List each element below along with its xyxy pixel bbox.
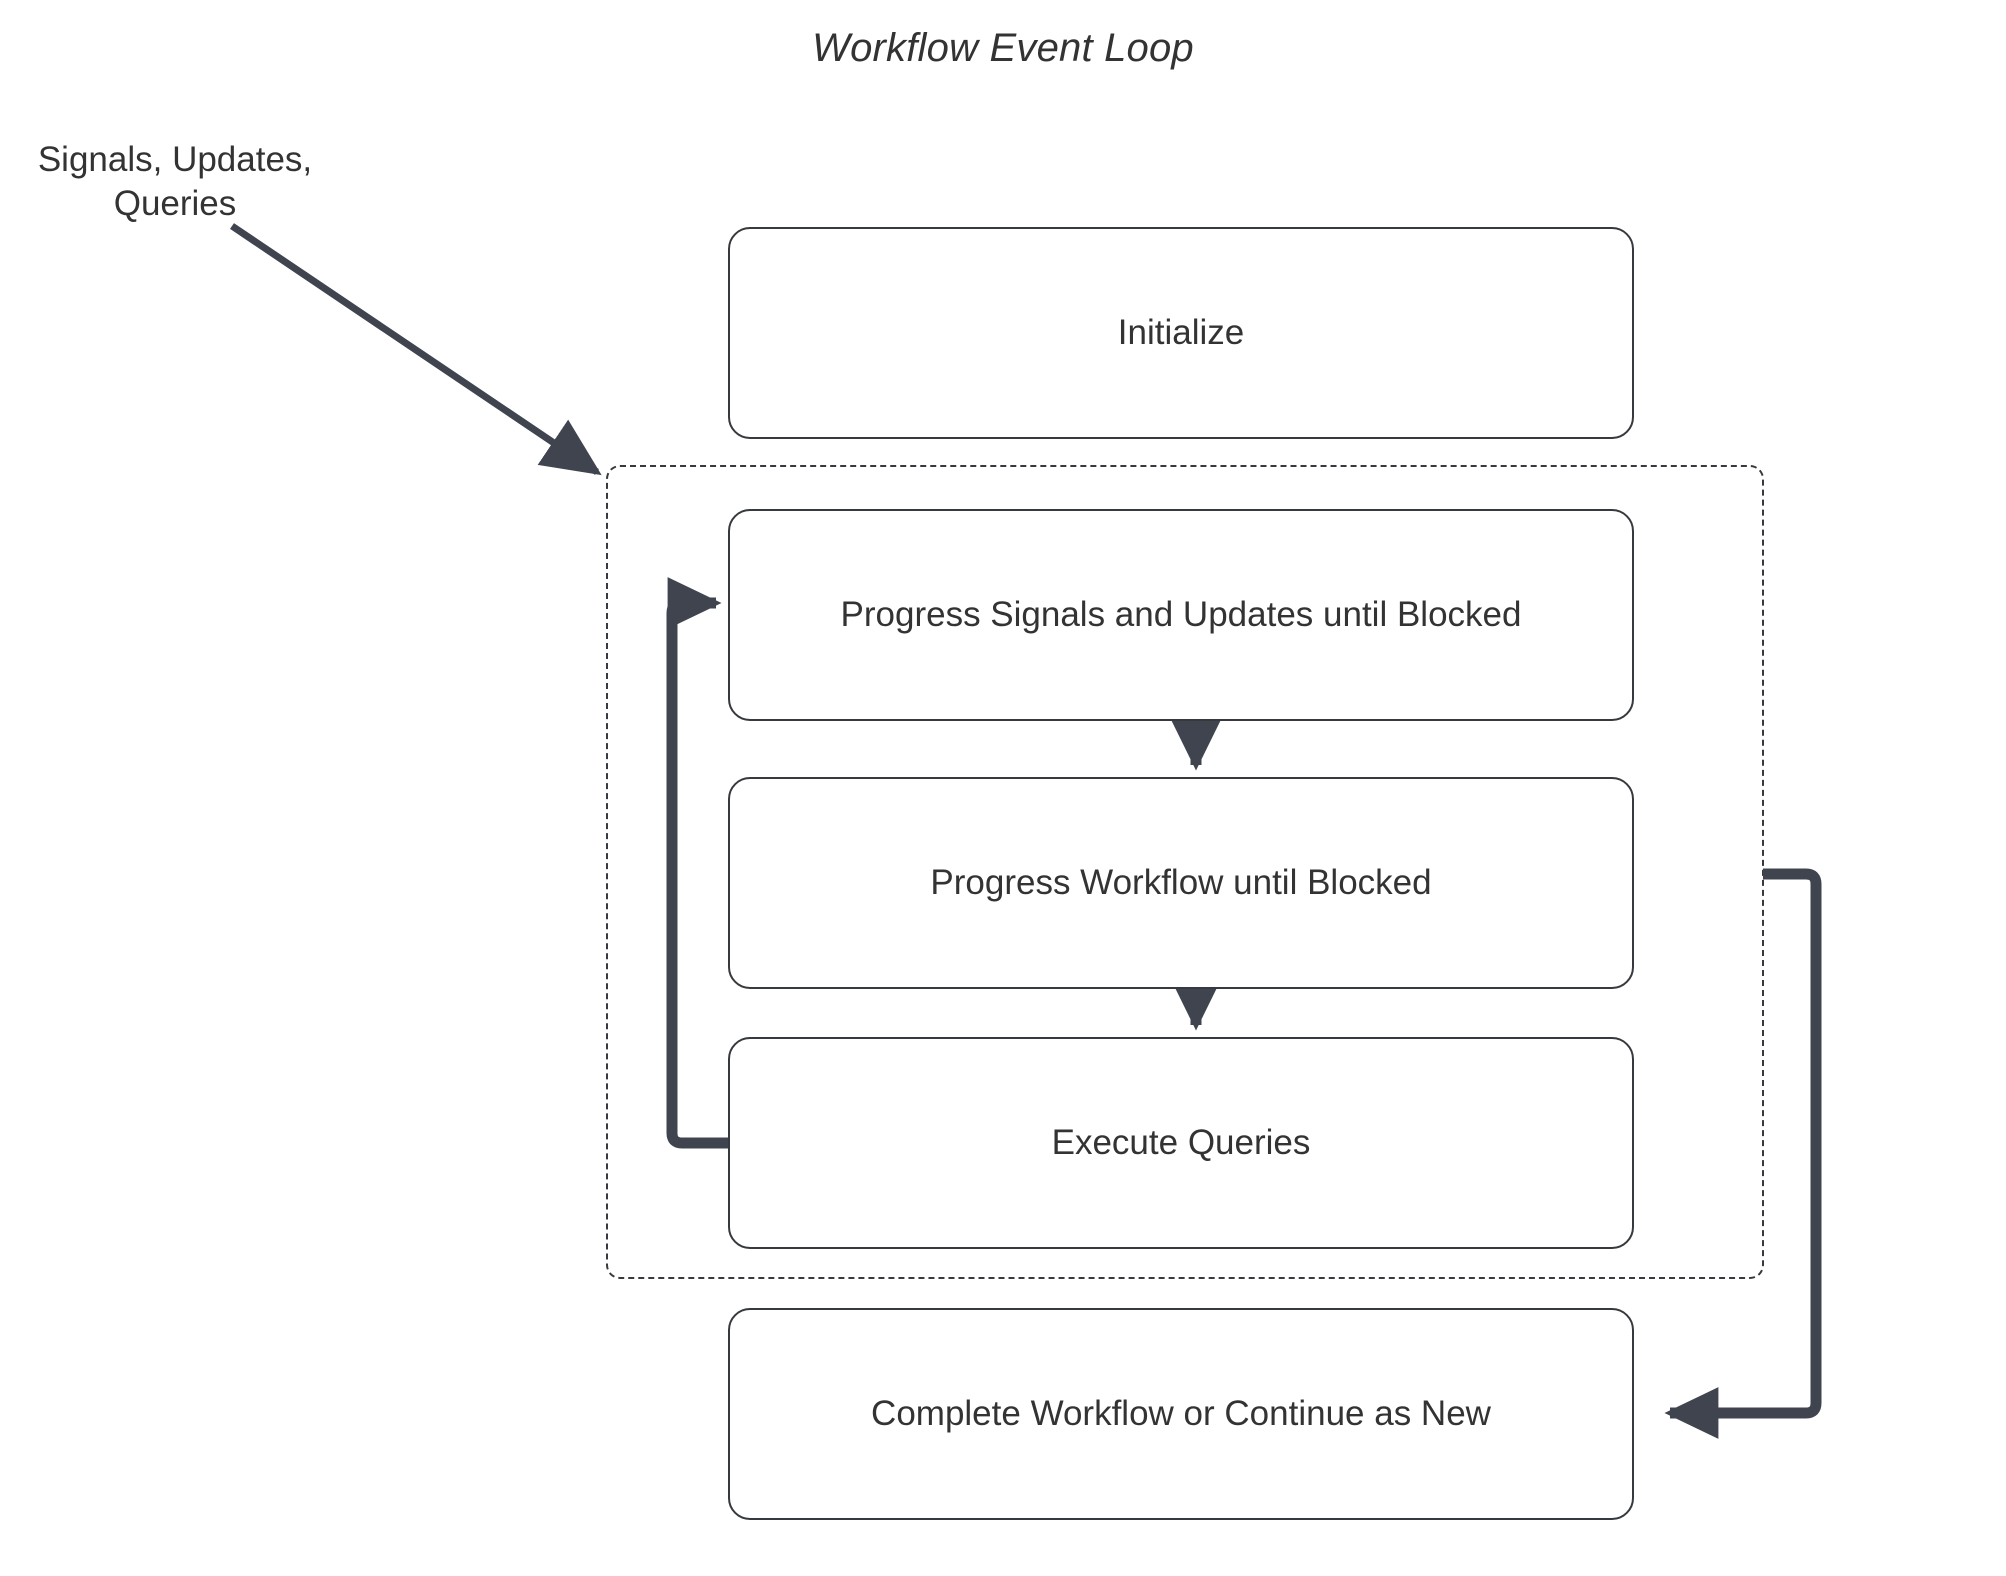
node-execute-queries[interactable]: Execute Queries [728,1037,1634,1249]
node-progress-signals[interactable]: Progress Signals and Updates until Block… [728,509,1634,721]
page-title: Workflow Event Loop [812,26,1194,70]
node-progress-workflow[interactable]: Progress Workflow until Blocked [728,777,1634,989]
node-initialize[interactable]: Initialize [728,227,1634,439]
edge-external-input-to-loop [230,223,602,476]
external-input-label-line1: Signals, Updates, [37,140,313,179]
node-progress-workflow-label: Progress Workflow until Blocked [930,863,1432,902]
node-execute-queries-label: Execute Queries [1051,1123,1311,1162]
node-progress-signals-label: Progress Signals and Updates until Block… [840,595,1522,634]
external-input-label-line2: Queries [113,184,237,223]
node-complete-workflow-label: Complete Workflow or Continue as New [871,1394,1491,1433]
node-initialize-label: Initialize [1117,313,1245,352]
node-complete-workflow[interactable]: Complete Workflow or Continue as New [728,1308,1634,1520]
external-input-label: Signals, Updates, Queries [10,138,340,226]
